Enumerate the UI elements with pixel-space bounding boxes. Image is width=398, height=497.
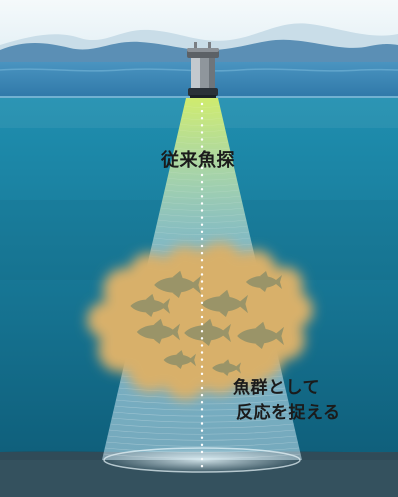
beam-ripple-line xyxy=(164,189,240,193)
beam-ripple-line xyxy=(177,135,227,139)
beam-ripple-line xyxy=(181,117,223,120)
beam-ripple-line xyxy=(108,429,296,435)
beam-ripple-line xyxy=(157,219,247,223)
fish-school-label-line1: 魚群として xyxy=(233,378,320,398)
beam-ripple-line xyxy=(110,423,294,429)
beam-ripple-line xyxy=(111,417,293,423)
beam-ripple-line xyxy=(154,231,250,235)
beam-ripple-line xyxy=(153,237,251,241)
beam-ripple-line xyxy=(117,393,287,399)
beam-ripple-line xyxy=(166,183,238,187)
surface-ripples xyxy=(0,68,398,72)
transducer-icon xyxy=(187,42,219,98)
beam-ripple-line xyxy=(107,435,297,441)
beam-ripple-line xyxy=(182,111,222,114)
beam-ripple-line xyxy=(163,195,241,199)
beam-ripple-line xyxy=(167,177,237,181)
beam-ripple-line xyxy=(172,153,232,157)
beam-ripple-line xyxy=(174,147,230,151)
beam-ripple-line xyxy=(156,225,248,229)
fish-school xyxy=(87,242,313,400)
beam-ripple-line xyxy=(175,141,229,145)
beam-ripple-line xyxy=(184,105,220,108)
sonar-label: 従来魚探 xyxy=(161,150,235,171)
beam-ripple-line xyxy=(106,441,298,447)
beam-ripple-line xyxy=(115,399,289,405)
fish-school-label-line2: 反応を捉える xyxy=(236,403,341,423)
